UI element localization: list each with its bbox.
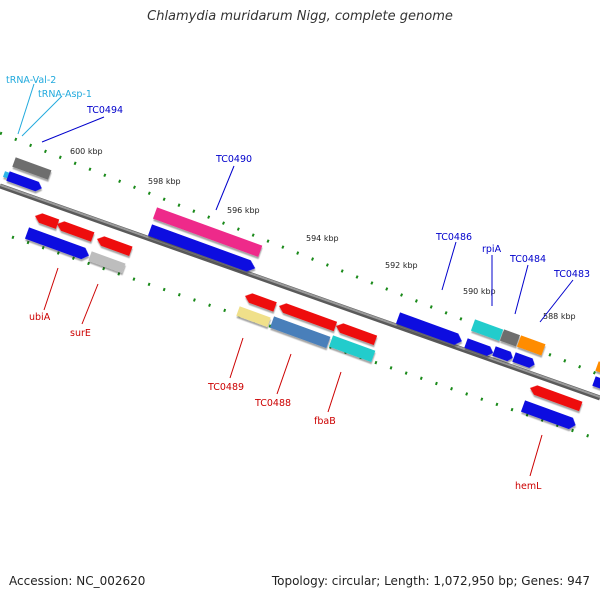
gene-arrow-edge-blue[interactable] — [592, 376, 600, 391]
tick-rows — [0, 131, 600, 442]
gene-label-rpia[interactable]: rpiA — [482, 244, 502, 255]
gene-arrow-tc0483[interactable] — [512, 352, 536, 369]
gene-arrow-edge-orange[interactable] — [595, 361, 600, 375]
gene-arrow-tc0489[interactable] — [236, 306, 271, 327]
gene-arrow-gray-small[interactable] — [499, 329, 521, 347]
gene-label-tc0483[interactable]: TC0483 — [553, 269, 590, 280]
gene-arrow-outer-blue-2[interactable] — [147, 224, 257, 274]
gene-arrow-inner-red-4[interactable] — [243, 291, 277, 312]
gene-arrow-outer-blue-1[interactable] — [6, 171, 43, 193]
gene-arrow-inner-red-3[interactable] — [95, 234, 133, 257]
gene-arrow-inner-red-2[interactable] — [55, 219, 95, 242]
gene-arrow-rpia[interactable] — [470, 319, 504, 341]
gene-arrow-inner-red-1[interactable] — [33, 211, 60, 229]
gene-arrow-inner-red-7[interactable] — [528, 383, 583, 412]
gene-label-tc0486[interactable]: TC0486 — [435, 232, 472, 243]
gene-arrow-tc0490[interactable] — [152, 207, 263, 257]
gene-label-tc0494[interactable]: TC0494 — [86, 105, 123, 116]
kbp-labels: 600 kbp 598 kbp 596 kbp 594 kbp 592 kbp … — [70, 147, 576, 321]
gene-arrow-fbab[interactable] — [328, 335, 376, 363]
gene-label-tc0489[interactable]: TC0489 — [207, 382, 244, 393]
gene-label-trna-val[interactable]: tRNA-Val-2 — [6, 75, 56, 86]
kbp-label: 588 kbp — [543, 312, 576, 321]
genome-stats-text: Topology: circular; Length: 1,072,950 bp… — [271, 574, 590, 588]
leader-lines — [17, 83, 574, 477]
gene-arrow-sure[interactable] — [88, 251, 126, 274]
gene-labels: tRNA-Val-2 tRNA-Asp-1 TC0494 TC0490 TC04… — [6, 75, 590, 492]
genome-backbone — [0, 183, 600, 401]
kbp-label: 592 kbp — [385, 261, 418, 270]
gene-arrow-tc0488[interactable] — [269, 316, 331, 349]
gene-features[interactable] — [2, 157, 600, 430]
gene-label-sure[interactable]: surE — [70, 328, 91, 339]
gene-arrow-outer-blue-4[interactable] — [492, 346, 514, 362]
gene-label-tc0484[interactable]: TC0484 — [509, 254, 546, 265]
kbp-label: 598 kbp — [148, 177, 181, 186]
kbp-label: 600 kbp — [70, 147, 103, 156]
gene-arrow-tc0494[interactable] — [12, 157, 52, 180]
accession-text: Accession: NC_002620 — [9, 574, 146, 588]
kbp-label: 590 kbp — [463, 287, 496, 296]
gene-arrow-tc0486[interactable] — [395, 312, 464, 347]
gene-label-tc0488[interactable]: TC0488 — [254, 398, 291, 409]
kbp-label: 596 kbp — [227, 206, 260, 215]
map-title: Chlamydia muridarum Nigg, complete genom… — [147, 9, 453, 24]
kbp-label: 594 kbp — [306, 234, 339, 243]
gene-label-ubia[interactable]: ubiA — [29, 312, 51, 323]
gene-label-heml[interactable]: hemL — [515, 481, 542, 492]
gene-arrow-outer-blue-3[interactable] — [464, 338, 495, 357]
gene-arrow-ubia[interactable] — [24, 227, 91, 261]
gene-arrow-tc0484[interactable] — [516, 335, 546, 356]
gene-arrow-inner-red-5[interactable] — [277, 301, 338, 332]
gene-label-trna-asp[interactable]: tRNA-Asp-1 — [38, 89, 92, 100]
gene-label-fbab[interactable]: fbaB — [314, 416, 336, 427]
gene-label-tc0490[interactable]: TC0490 — [215, 154, 252, 165]
gene-arrow-inner-red-6[interactable] — [334, 321, 378, 346]
gene-arrow-heml[interactable] — [520, 400, 578, 430]
